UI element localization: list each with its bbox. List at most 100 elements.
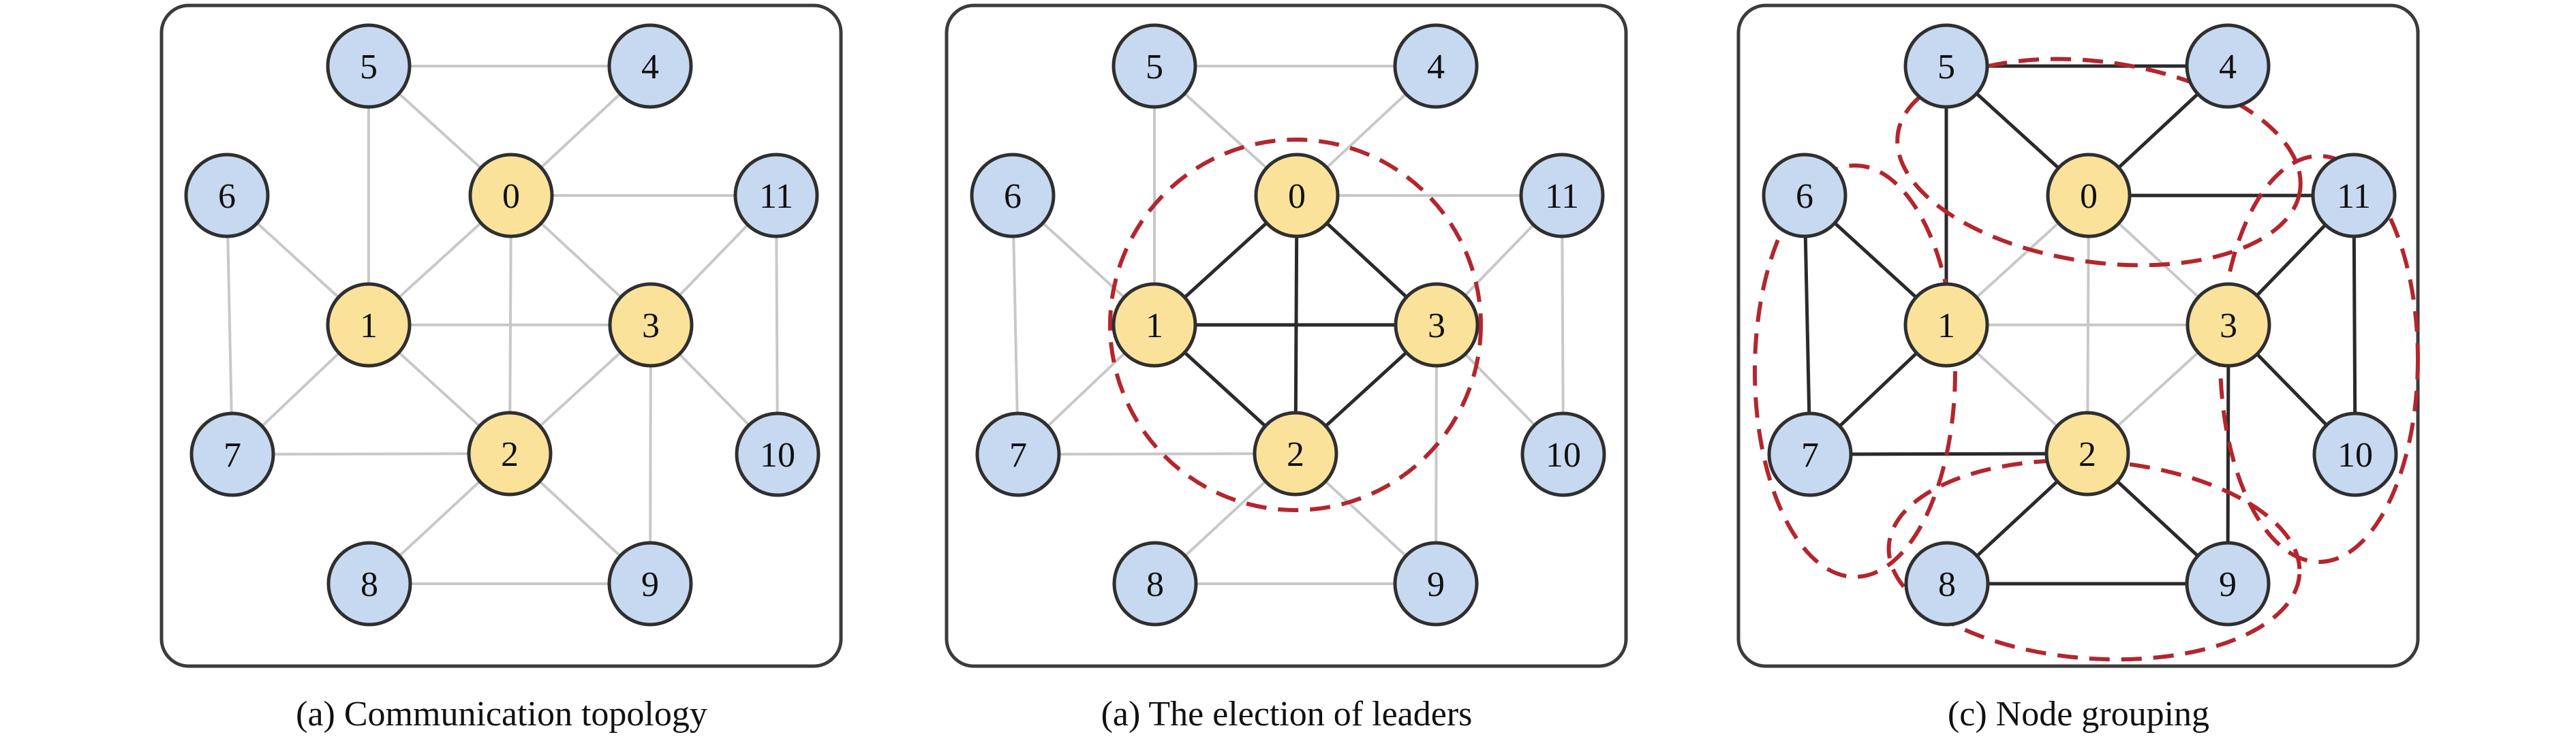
node-11: 11 xyxy=(1519,153,1605,238)
node-label: 9 xyxy=(1427,565,1445,604)
node-circle xyxy=(184,153,270,238)
node-circle xyxy=(326,23,412,109)
node-circle xyxy=(1111,23,1197,109)
node-11: 11 xyxy=(2311,153,2397,238)
node-label: 10 xyxy=(760,436,795,475)
node-2: 2 xyxy=(1253,411,1338,497)
node-label: 2 xyxy=(501,435,519,474)
node-circle xyxy=(608,282,694,368)
node-label: 11 xyxy=(2337,177,2371,216)
node-circle xyxy=(467,411,553,497)
node-circle xyxy=(2185,23,2271,109)
node-label: 11 xyxy=(759,177,793,216)
panel-frame xyxy=(1736,3,2420,668)
node-3: 3 xyxy=(608,282,694,368)
panel-caption: (a) The election of leaders xyxy=(1101,695,1473,734)
node-9: 9 xyxy=(1393,541,1479,627)
node-5: 5 xyxy=(326,23,412,109)
node-label: 3 xyxy=(642,306,660,345)
panel-frame xyxy=(945,3,1628,668)
node-circle xyxy=(1903,282,1989,368)
node-label: 2 xyxy=(2079,435,2096,474)
node-circle xyxy=(2311,153,2397,238)
node-label: 3 xyxy=(2220,306,2237,345)
node-circle xyxy=(1111,282,1197,368)
node-circle xyxy=(1904,541,1990,627)
node-circle xyxy=(189,411,275,497)
node-label: 5 xyxy=(1937,48,1955,87)
node-label: 6 xyxy=(1796,177,1813,216)
group-ring-group-top xyxy=(1895,57,2303,268)
node-10: 10 xyxy=(1520,411,1606,497)
node-circle xyxy=(1393,23,1479,109)
node-label: 7 xyxy=(1801,436,1819,475)
node-circle xyxy=(735,411,821,497)
node-10: 10 xyxy=(2312,411,2398,497)
node-label: 8 xyxy=(1146,565,1164,604)
node-label: 0 xyxy=(2080,177,2098,216)
node-7: 7 xyxy=(189,411,275,497)
node-4: 4 xyxy=(2185,23,2271,109)
edge-11-10 xyxy=(1561,194,1565,456)
node-0: 0 xyxy=(2046,153,2132,238)
node-6: 6 xyxy=(1762,153,1847,238)
node-label: 8 xyxy=(361,565,378,604)
node-layer: 0 1 2 3 4 5 6 7 8 9 10 11 xyxy=(1762,23,2398,627)
node-10: 10 xyxy=(735,411,821,497)
node-circle xyxy=(468,153,554,238)
node-label: 10 xyxy=(2337,436,2373,475)
node-circle xyxy=(1762,153,1847,238)
edge-3-9 xyxy=(1435,324,1438,585)
node-circle xyxy=(326,282,412,368)
node-circle xyxy=(2185,541,2271,627)
node-circle xyxy=(2186,282,2271,368)
node-7: 7 xyxy=(975,411,1061,497)
node-label: 5 xyxy=(360,48,378,87)
node-circle xyxy=(1903,23,1989,109)
edge-6-7 xyxy=(226,194,234,456)
node-3: 3 xyxy=(2186,282,2271,368)
edge-3-9 xyxy=(649,324,652,585)
node-8: 8 xyxy=(1112,541,1198,627)
edge-11-10 xyxy=(775,194,779,456)
node-label: 3 xyxy=(1428,306,1445,345)
node-label: 9 xyxy=(641,565,659,604)
node-circle xyxy=(1394,282,1479,368)
node-8: 8 xyxy=(326,541,412,627)
node-label: 1 xyxy=(1146,306,1163,345)
node-circle xyxy=(1520,411,1606,497)
node-6: 6 xyxy=(970,153,1056,238)
node-circle xyxy=(1393,541,1479,627)
node-label: 7 xyxy=(224,436,241,475)
node-label: 5 xyxy=(1146,48,1163,87)
node-8: 8 xyxy=(1904,541,1990,627)
node-label: 0 xyxy=(502,177,520,216)
node-label: 6 xyxy=(1004,177,1022,216)
group-ring-leaders xyxy=(1108,138,1483,512)
node-label: 1 xyxy=(1937,306,1955,345)
node-6: 6 xyxy=(184,153,270,238)
node-label: 2 xyxy=(1287,435,1304,474)
node-7: 7 xyxy=(1767,411,1853,497)
panel-caption: (a) Communication topology xyxy=(296,695,707,734)
node-4: 4 xyxy=(1393,23,1479,109)
edge-6-7 xyxy=(1011,194,1019,456)
node-5: 5 xyxy=(1903,23,1989,109)
node-9: 9 xyxy=(2185,541,2271,627)
panel-frame xyxy=(159,3,843,668)
node-0: 0 xyxy=(1254,153,1340,238)
node-2: 2 xyxy=(2044,411,2130,497)
node-circle xyxy=(1519,153,1605,238)
node-circle xyxy=(1253,411,1338,497)
group-ring-group-left xyxy=(1753,163,1957,579)
panel-election-of-leaders: 0 1 2 3 4 5 6 7 8 9 10 11 (a) The election of leade… xyxy=(945,3,1628,734)
node-9: 9 xyxy=(607,541,693,627)
node-label: 7 xyxy=(1009,436,1027,475)
node-label: 1 xyxy=(360,306,378,345)
node-circle xyxy=(2046,153,2132,238)
node-label: 0 xyxy=(1288,177,1306,216)
node-2: 2 xyxy=(467,411,553,497)
